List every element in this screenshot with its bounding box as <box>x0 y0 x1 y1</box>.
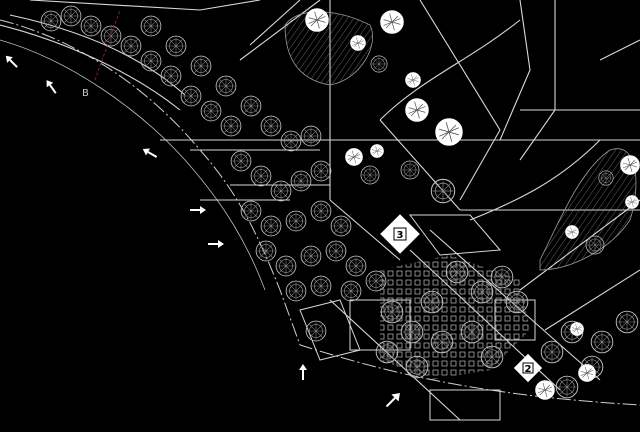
coast-edge <box>0 39 266 291</box>
entrance-arrow-icon <box>190 206 206 214</box>
entrance-arrows <box>5 55 400 408</box>
marker-2-number: 2 <box>525 364 532 375</box>
coastline <box>0 19 640 406</box>
entrance-arrow-icon <box>208 240 224 248</box>
section-line-b: B <box>82 9 121 99</box>
marker-2[interactable]: 2 <box>513 353 543 383</box>
entrance-arrow-icon <box>46 80 57 94</box>
section-label: B <box>82 88 89 99</box>
entrance-arrow-icon <box>142 148 158 158</box>
entrance-arrow-icon <box>385 393 400 408</box>
marker-3-number: 3 <box>397 230 404 241</box>
entrance-arrow-icon <box>5 55 18 68</box>
entrance-arrow-icon <box>299 364 307 380</box>
plaza-grid <box>380 255 530 380</box>
